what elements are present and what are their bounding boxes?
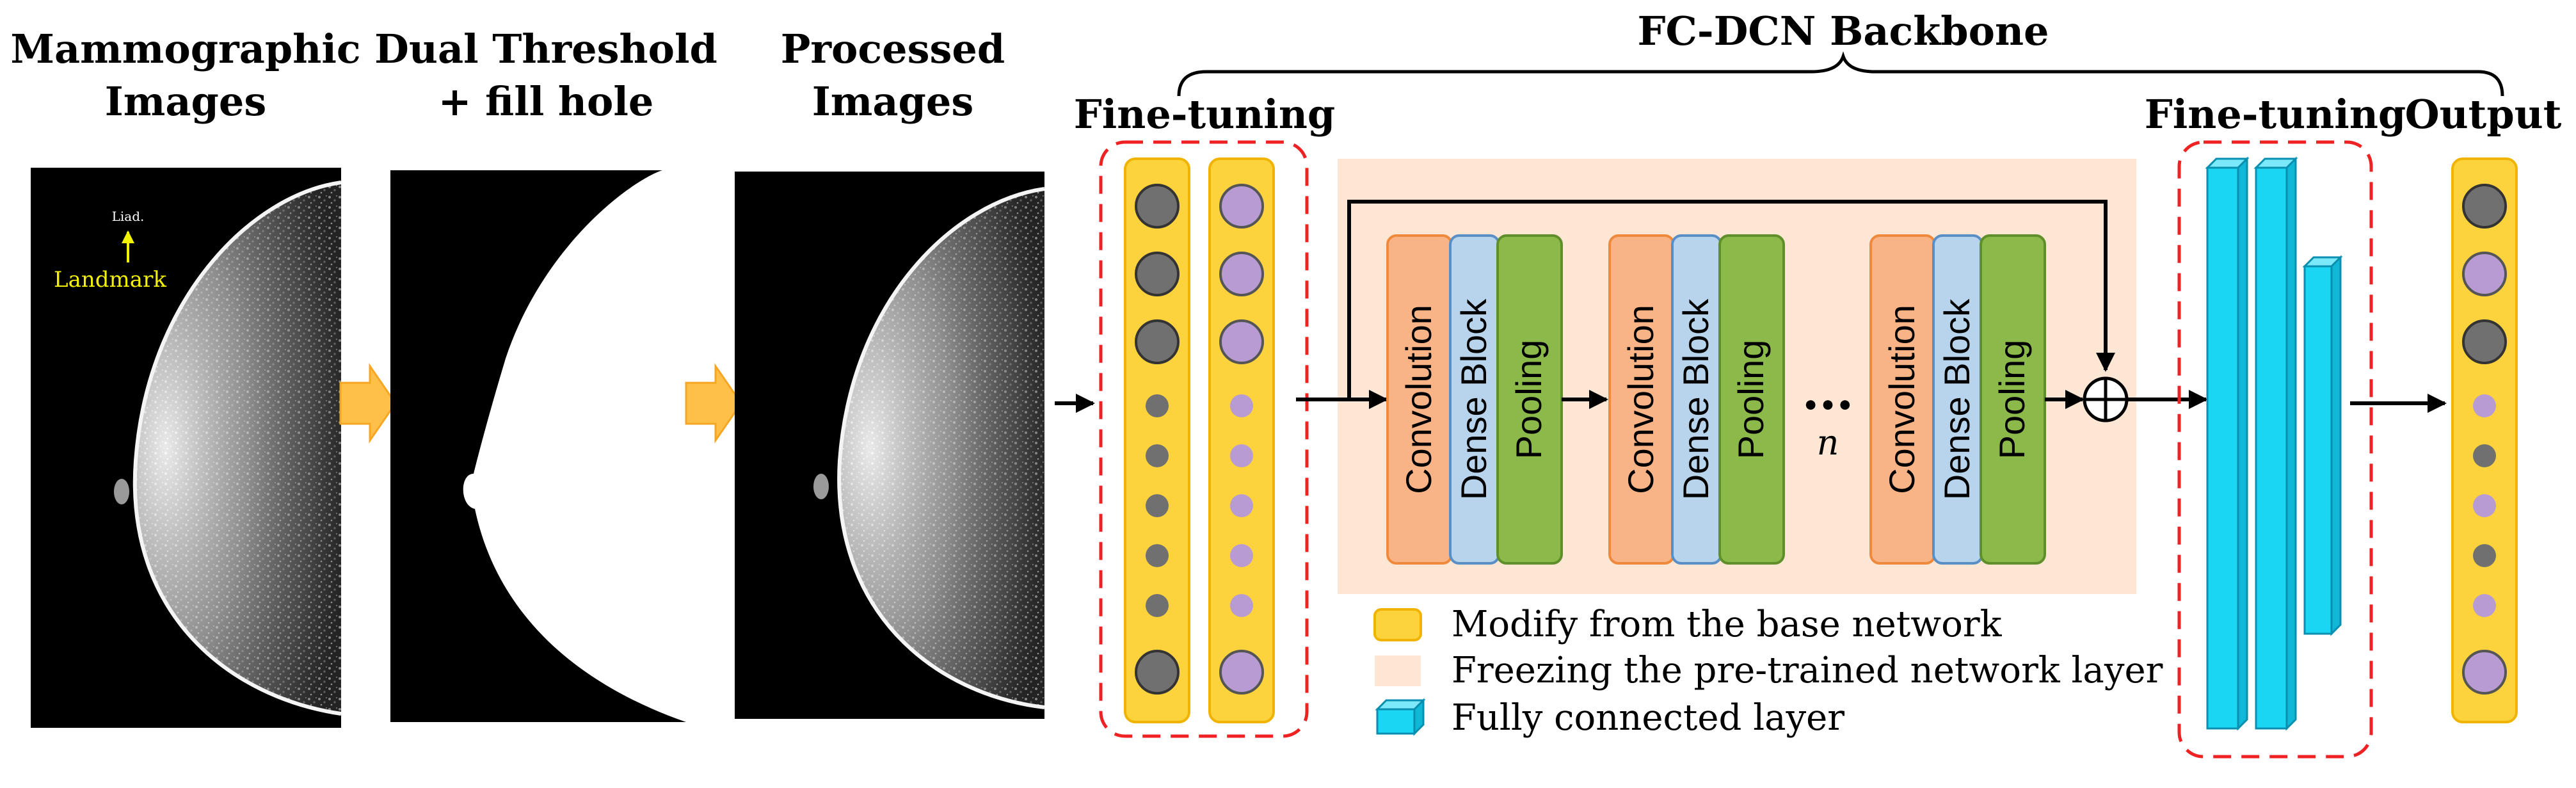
process-arrow-1	[339, 363, 397, 444]
node-large-gray	[1135, 650, 1180, 695]
dense-block-label: Dense Block	[1453, 298, 1494, 500]
node-large-gray	[1135, 184, 1180, 229]
node-small-purple	[2473, 494, 2496, 517]
node-small-gray	[1146, 394, 1169, 417]
block-group-2: Convolution Dense Block Pooling	[1608, 234, 1785, 565]
node-large-purple	[1219, 252, 1264, 296]
header-mammographic-line2: Images	[105, 78, 266, 125]
fully-connected-layer-3	[2302, 255, 2343, 636]
node-large-purple	[1219, 650, 1264, 695]
backbone-brace	[1177, 51, 2504, 97]
pooling-label: Pooling	[1731, 340, 1771, 460]
node-large-purple	[2462, 252, 2507, 296]
legend-swatch-modify	[1373, 608, 1422, 641]
header-dual-threshold-line1: Dual Threshold	[374, 26, 717, 72]
header-processed-line2: Images	[812, 78, 973, 125]
node-small-gray	[2473, 544, 2496, 567]
finetuning-right-dashed-box	[2177, 140, 2373, 759]
pooling-label: Pooling	[1992, 340, 2032, 460]
node-large-purple	[2462, 650, 2507, 695]
finetuning-left-dashed-box	[1099, 140, 1309, 738]
finetuning-left-nodes	[1135, 184, 1264, 695]
node-small-purple	[1230, 544, 1253, 567]
node-small-purple	[2473, 394, 2496, 417]
node-small-purple	[1230, 444, 1253, 467]
node-small-purple	[1230, 594, 1253, 617]
processed-image	[735, 172, 1045, 719]
legend-swatch-fully-connected	[1375, 698, 1426, 736]
threshold-mask-image	[390, 170, 686, 722]
header-dual-threshold-line2: + fill hole	[438, 78, 654, 125]
node-large-purple	[1219, 184, 1264, 229]
header-processed-line1: Processed	[781, 26, 1005, 72]
node-large-gray	[2462, 184, 2507, 229]
header-output: Output	[2405, 91, 2562, 138]
header-finetuning-left: Fine-tuning	[1074, 91, 1336, 138]
block-group-3: Convolution Dense Block Pooling	[1869, 234, 2046, 565]
landmark-marker-text: Liad.	[112, 209, 145, 224]
node-small-purple	[1230, 494, 1253, 517]
finetuning-column-gray	[1124, 157, 1190, 723]
convolution-label: Convolution	[1882, 305, 1922, 494]
legend-freezing-text: Freezing the pre-trained network layer	[1452, 650, 2163, 691]
sum-node	[2083, 376, 2129, 422]
node-small-gray	[2473, 444, 2496, 467]
fully-connected-layer-1	[2205, 156, 2250, 731]
legend-swatch-freezing	[1375, 655, 1421, 686]
skip-connection	[1347, 200, 2115, 399]
node-small-gray	[1146, 444, 1169, 467]
node-large-gray	[1135, 252, 1180, 296]
node-small-gray	[1146, 544, 1169, 567]
legend-fully-connected-text: Fully connected layer	[1452, 697, 1844, 739]
node-large-gray	[1135, 319, 1180, 364]
node-large-gray	[2462, 319, 2507, 364]
repeat-count-n: n	[1817, 422, 1839, 463]
convolution-label: Convolution	[1620, 305, 1661, 494]
legend: Modify from the base network Freezing th…	[1373, 604, 2163, 739]
node-small-purple	[1230, 394, 1253, 417]
header-finetuning-right: Fine-tuning	[2145, 91, 2406, 138]
dense-block-label: Dense Block	[1676, 298, 1716, 500]
output-nodes	[2462, 184, 2507, 695]
repeat-ellipsis: •••	[1802, 390, 1854, 421]
process-arrow-2	[685, 363, 742, 444]
header-mammographic-line1: Mammographic	[10, 26, 360, 72]
output-column	[2451, 157, 2518, 723]
dense-block-label: Dense Block	[1937, 298, 1977, 500]
header-backbone: FC-DCN Backbone	[1638, 8, 2049, 54]
fully-connected-layer-2	[2253, 156, 2298, 731]
node-small-gray	[1146, 494, 1169, 517]
convolution-label: Convolution	[1398, 305, 1439, 494]
mammogram-image	[31, 168, 342, 728]
node-large-purple	[1219, 319, 1264, 364]
landmark-label: Landmark	[54, 267, 166, 293]
node-small-gray	[1146, 594, 1169, 617]
block-group-1: Convolution Dense Block Pooling	[1386, 234, 1563, 565]
finetuning-column-purple	[1208, 157, 1275, 723]
legend-modify-text: Modify from the base network	[1452, 604, 2003, 645]
node-small-purple	[2473, 594, 2496, 617]
pooling-label: Pooling	[1508, 340, 1549, 460]
